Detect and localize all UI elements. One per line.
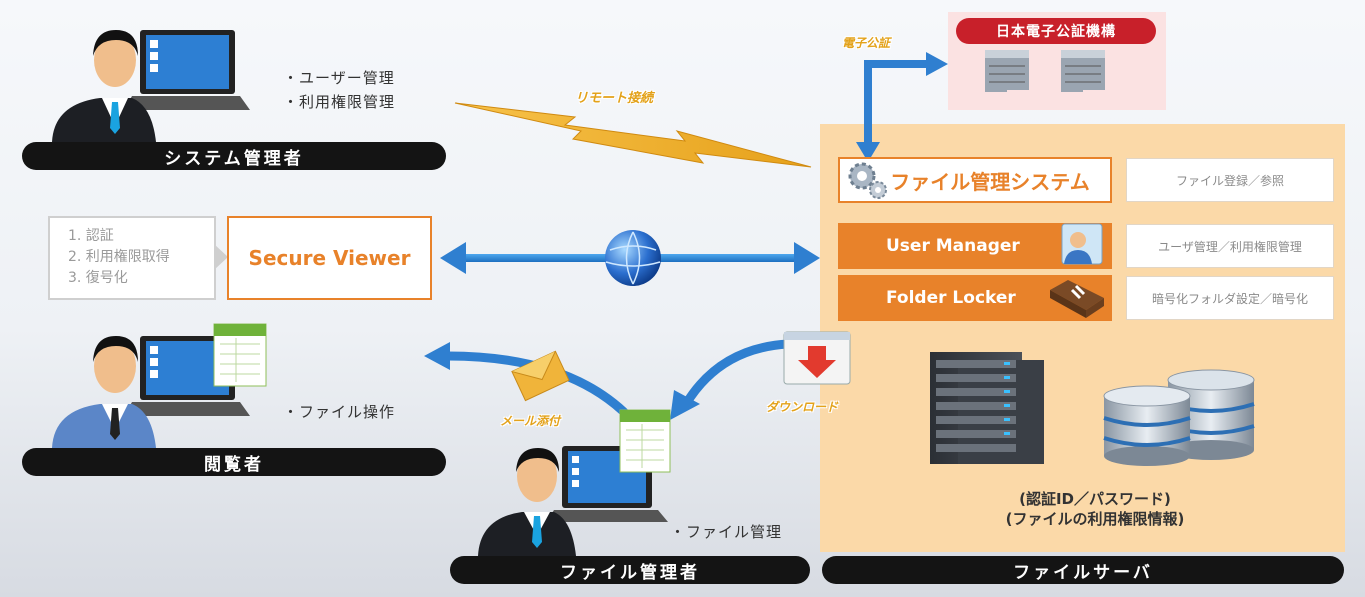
file-admin-figure: [470, 406, 680, 556]
file-admin-person-icon: [478, 409, 671, 556]
system-admin-note-1: ・ユーザー管理: [283, 69, 395, 87]
viewer-figure: [40, 318, 280, 448]
viewer-note-1: ・ファイル操作: [283, 403, 396, 421]
file-admin-label: ファイル管理者: [450, 556, 810, 584]
remote-connection-label: リモート接続: [575, 91, 654, 106]
server-rack-icon: [930, 352, 1044, 464]
viewer-step-2: 2. 利用権限取得: [68, 249, 170, 265]
secure-viewer-label: Secure Viewer: [248, 246, 411, 270]
viewer-label: 閲覧者: [22, 448, 446, 476]
download-window-icon: [783, 331, 851, 385]
jnsa-title: 日本電子公証機構: [956, 18, 1156, 44]
user-card-icon: [1061, 223, 1103, 265]
viewer-person-icon: [52, 323, 267, 448]
download-arrow-icon: [670, 339, 789, 420]
mail-envelope-icon: [511, 350, 570, 402]
file-server-label: ファイルサーバ: [822, 556, 1344, 584]
file-admin-note-1: ・ファイル管理: [670, 523, 783, 541]
system-admin-note-2: ・利用権限管理: [283, 93, 396, 111]
ecert-arrow-icon: [856, 52, 948, 162]
remote-connection-bolt-icon: [454, 102, 812, 168]
viewer-step-1: 1. 認証: [68, 228, 114, 244]
file-management-system-label: ファイル管理システム: [890, 169, 1090, 194]
ecert-label: 電子公証: [842, 36, 891, 50]
download-label: ダウンロード: [766, 400, 839, 414]
viewer-step-3: 3. 復号化: [68, 270, 128, 286]
user-manager-desc: ユーザ管理／利用権限管理: [1126, 224, 1334, 268]
system-admin-person-icon: [52, 30, 250, 142]
database-icon: [1103, 369, 1255, 466]
jnsa-servers-icon: [985, 50, 1105, 92]
lock-folder-icon: [1050, 280, 1104, 318]
system-admin-label: システム管理者: [22, 142, 446, 170]
system-admin-figure: [40, 16, 250, 142]
steps-chevron-icon: [214, 244, 228, 270]
storage-caption-2: (ファイルの利用権限情報): [1005, 510, 1185, 528]
folder-locker-desc: 暗号化フォルダ設定／暗号化: [1126, 276, 1334, 320]
secure-viewer-box: Secure Viewer: [227, 216, 432, 300]
gears-icon: [848, 162, 887, 199]
secure-viewer-link-arrow-icon: [440, 230, 820, 286]
user-manager-label: User Manager: [886, 236, 1020, 256]
storage-caption-1: (認証ID／パスワード): [1019, 490, 1171, 508]
mail-attach-label: メール添付: [500, 414, 561, 428]
file-management-system-desc: ファイル登録／参照: [1126, 158, 1334, 202]
folder-locker-label: Folder Locker: [886, 288, 1016, 308]
viewer-steps-box: 1. 認証 2. 利用権限取得 3. 復号化: [48, 216, 216, 300]
